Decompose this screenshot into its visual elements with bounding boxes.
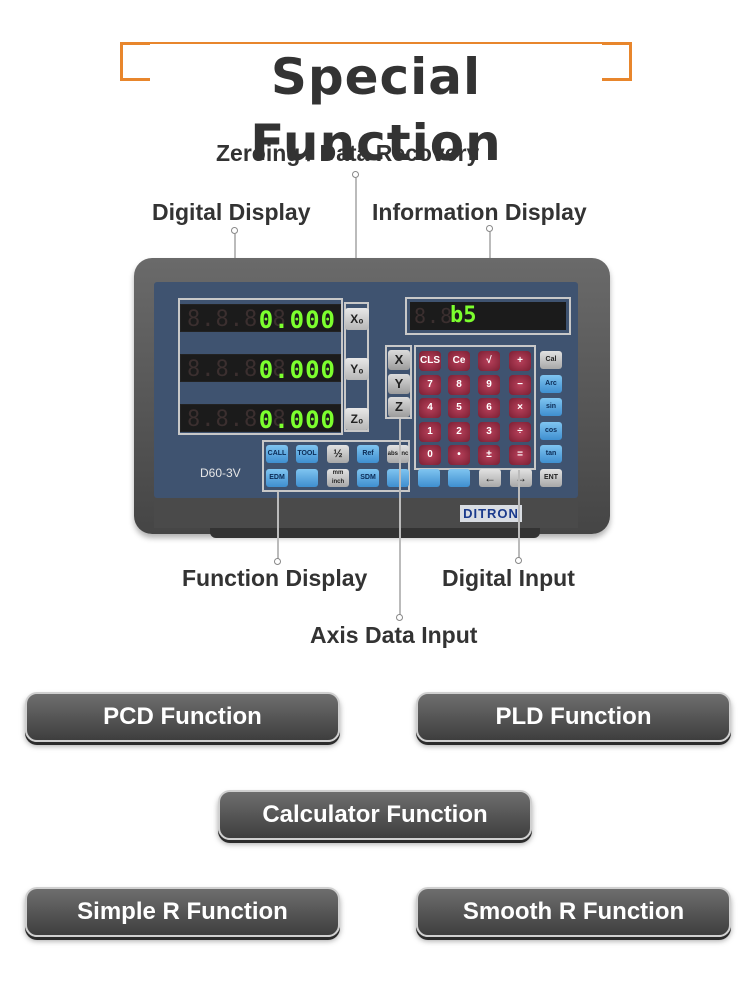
- ghost-digits: 8.8.8.8.: [187, 357, 301, 382]
- key-4[interactable]: 4: [419, 398, 441, 418]
- digital-display-outline: [178, 298, 343, 435]
- key-right-arrow[interactable]: →: [510, 469, 532, 487]
- leader-line: [355, 178, 357, 302]
- label-axis-data-input: Axis Data Input: [310, 622, 478, 648]
- zero-z-button[interactable]: Z₀: [345, 408, 369, 430]
- key-lathe-icon[interactable]: [296, 469, 318, 487]
- leader-dot: [515, 557, 522, 564]
- key-sqrt[interactable]: √: [478, 351, 500, 371]
- label-zeroing: Zeroing / Data Recovery: [216, 140, 480, 166]
- key-3[interactable]: 3: [478, 422, 500, 442]
- key-7[interactable]: 7: [419, 375, 441, 395]
- leader-line: [518, 470, 520, 560]
- key-9[interactable]: 9: [478, 375, 500, 395]
- information-display-outline: [405, 297, 571, 335]
- leader-line: [399, 419, 401, 617]
- title-frame: [120, 42, 632, 81]
- key-gear-icon[interactable]: [448, 469, 470, 487]
- ghost-digits: 8.8.8.8.: [187, 307, 301, 332]
- key-sin[interactable]: sin cm: [540, 398, 562, 428]
- key-mm-inch[interactable]: mm inch: [327, 469, 349, 487]
- calculator-function-button[interactable]: Calculator Function: [218, 790, 532, 840]
- ghost-digits: 8.8.: [414, 304, 467, 328]
- brand-logo: DITRON: [460, 505, 522, 522]
- leader-dot: [352, 171, 359, 178]
- leader-dot: [231, 227, 238, 234]
- key-ref[interactable]: Ref: [357, 445, 379, 463]
- key-tool[interactable]: TOOL: [296, 445, 318, 463]
- key-8[interactable]: 8: [448, 375, 470, 395]
- zero-x-button[interactable]: X₀: [345, 308, 369, 330]
- information-display: 8.8. b5: [410, 302, 566, 330]
- label-digital-display: Digital Display: [152, 199, 311, 225]
- device-foot: [210, 528, 540, 538]
- axis-x-button[interactable]: X: [388, 350, 410, 370]
- leader-dot: [274, 558, 281, 565]
- key-dot[interactable]: •: [448, 445, 470, 465]
- axis-input-outline: [385, 345, 412, 419]
- pcd-function-button[interactable]: PCD Function: [25, 692, 340, 742]
- ghost-digits: 8.8.8.8.: [187, 407, 301, 432]
- key-plus[interactable]: +: [509, 351, 531, 371]
- key-1[interactable]: 1: [419, 422, 441, 442]
- function-display-outline: [262, 440, 410, 492]
- axis-z-button[interactable]: Z: [388, 397, 410, 417]
- simple-r-function-button[interactable]: Simple R Function: [25, 887, 340, 937]
- readout-x-value: 0.000: [258, 306, 336, 334]
- key-drill-icon[interactable]: [387, 469, 409, 487]
- key-tan[interactable]: tan cm: [540, 445, 562, 475]
- key-cal[interactable]: Cal: [540, 351, 562, 369]
- key-ent[interactable]: ENT: [540, 469, 562, 487]
- key-0[interactable]: 0: [419, 445, 441, 465]
- key-2[interactable]: 2: [448, 422, 470, 442]
- leader-dot: [396, 614, 403, 621]
- label-information-display: Information Display: [372, 199, 587, 225]
- pld-function-button[interactable]: PLD Function: [416, 692, 731, 742]
- key-sdm[interactable]: SDM: [357, 469, 379, 487]
- label-digital-input: Digital Input: [442, 565, 575, 591]
- leader-dot: [486, 225, 493, 232]
- key-6[interactable]: 6: [478, 398, 500, 418]
- key-abs-inc[interactable]: abs inc: [387, 445, 409, 463]
- key-equals[interactable]: =: [509, 445, 531, 465]
- readout-z: 8.8.8.8. 0.000: [180, 404, 341, 434]
- key-minus[interactable]: −: [509, 375, 531, 395]
- key-divide[interactable]: ÷: [509, 422, 531, 442]
- smooth-r-function-button[interactable]: Smooth R Function: [416, 887, 731, 937]
- key-5[interactable]: 5: [448, 398, 470, 418]
- key-call[interactable]: CALL: [266, 445, 288, 463]
- leader-line: [277, 492, 279, 562]
- model-label: D60-3V: [200, 466, 241, 480]
- key-half[interactable]: ½: [327, 445, 349, 463]
- readout-x: 8.8.8.8. 0.000: [180, 304, 341, 334]
- readout-y: 8.8.8.8. 0.000: [180, 354, 341, 384]
- zero-y-button[interactable]: Y₀: [345, 358, 369, 380]
- key-cos[interactable]: cos cm: [540, 422, 562, 452]
- key-tool-icon[interactable]: [418, 469, 440, 487]
- label-function-display: Function Display: [182, 565, 368, 591]
- key-multiply[interactable]: ×: [509, 398, 531, 418]
- key-edm[interactable]: EDM: [266, 469, 288, 487]
- key-plusminus[interactable]: ±: [478, 445, 500, 465]
- page-title: Special Function: [150, 44, 602, 172]
- key-ce[interactable]: Ce: [448, 351, 470, 371]
- information-value: b5: [450, 303, 477, 328]
- key-left-arrow[interactable]: ←: [479, 469, 501, 487]
- digital-input-outline: [414, 345, 536, 470]
- readout-y-value: 0.000: [258, 356, 336, 384]
- key-cls[interactable]: CLS: [419, 351, 441, 371]
- key-arc[interactable]: Arc: [540, 375, 562, 393]
- readout-z-value: 0.000: [258, 406, 336, 434]
- axis-y-button[interactable]: Y: [388, 374, 410, 394]
